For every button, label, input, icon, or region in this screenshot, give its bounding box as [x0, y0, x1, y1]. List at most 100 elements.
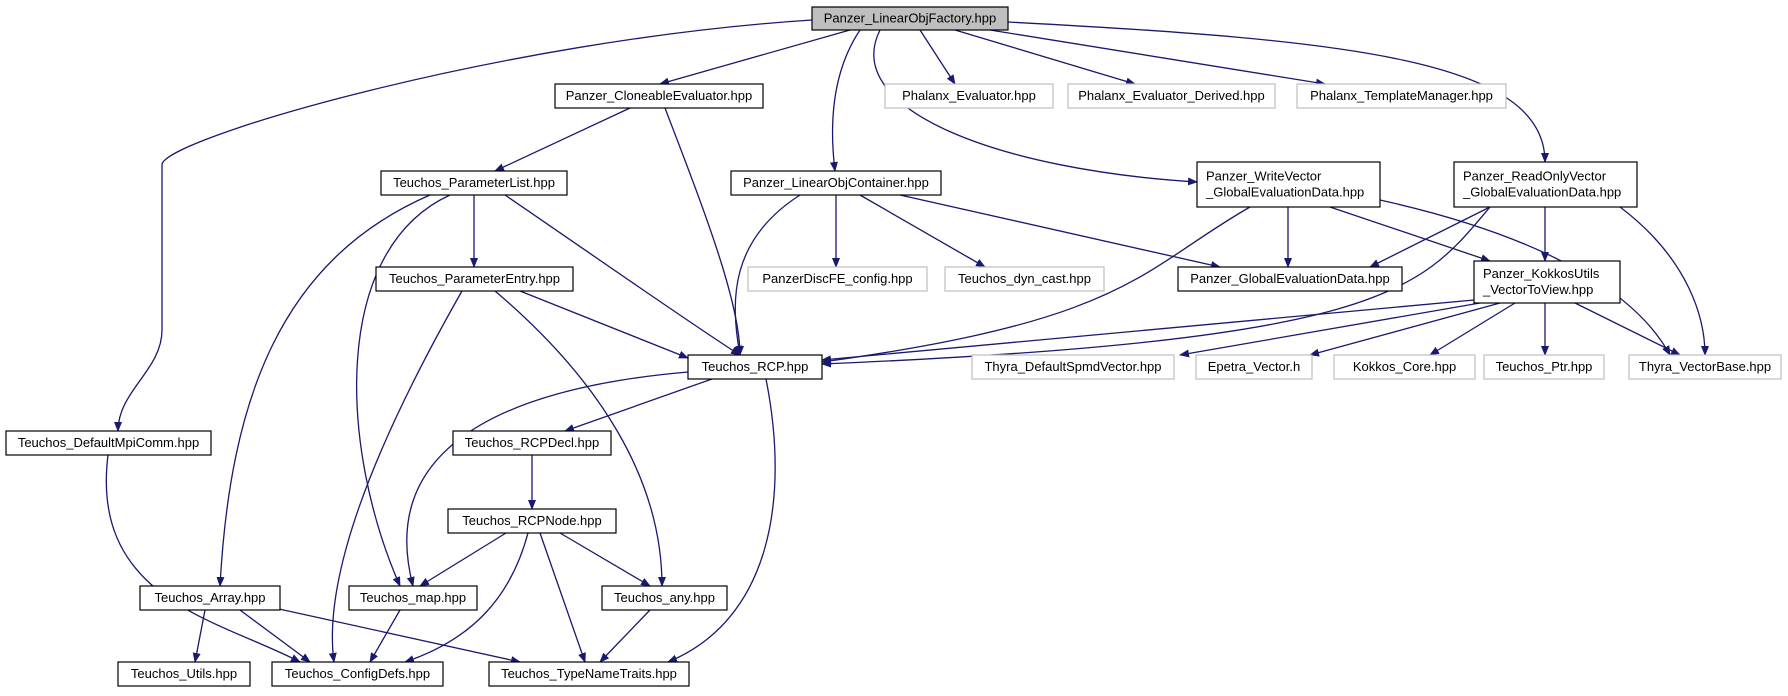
edge-root-to-cloneable: [659, 29, 851, 86]
node-label: Panzer_CloneableEvaluator.hpp: [566, 88, 752, 103]
node-box: [5, 430, 212, 456]
edge-root-to-write_vec: [873, 29, 1198, 186]
edge-cloneable-to-param_list: [494, 107, 631, 172]
edges-layer: [105, 19, 1709, 664]
node-label: Teuchos_dyn_cast.hpp: [958, 271, 1091, 286]
node-box: [1453, 161, 1638, 208]
edge-array-to-config_defs: [239, 609, 311, 663]
node-type-name[interactable]: Teuchos_TypeNameTraits.hpp: [488, 661, 690, 687]
node-box: [811, 6, 1009, 31]
node-label: Teuchos_ParameterEntry.hpp: [389, 271, 560, 286]
node-box: [447, 508, 617, 534]
node-rcp[interactable]: Teuchos_RCP.hpp: [687, 354, 823, 380]
node-label: Panzer_ReadOnlyVector: [1463, 169, 1607, 184]
node-label: Teuchos_Utils.hpp: [131, 666, 237, 681]
node-label: Teuchos_ConfigDefs.hpp: [285, 666, 430, 681]
node-epetra-vec: Epetra_Vector.h: [1195, 354, 1313, 380]
node-label: Teuchos_TypeNameTraits.hpp: [501, 666, 677, 681]
edge-root-to-ph_tm: [989, 29, 1326, 87]
node-param-entry[interactable]: Teuchos_ParameterEntry.hpp: [375, 266, 574, 292]
node-label: Teuchos_Array.hpp: [154, 590, 265, 605]
edge-rcp_node-to-map: [419, 532, 507, 587]
edge-loc-to-rcp: [734, 194, 801, 356]
edge-rcp_node-to-type_name: [539, 532, 586, 663]
node-label: Phalanx_TemplateManager.hpp: [1310, 88, 1493, 103]
node-box: [1195, 354, 1313, 380]
node-label: Teuchos_map.hpp: [360, 590, 466, 605]
node-box: [488, 661, 690, 687]
edge-write_vec-to-kokkos_utils: [1329, 206, 1491, 262]
edge-map-to-config_defs: [369, 609, 401, 663]
node-box: [1333, 354, 1476, 380]
node-label: Phalanx_Evaluator_Derived.hpp: [1078, 88, 1264, 103]
node-label: Teuchos_RCPDecl.hpp: [465, 435, 599, 450]
node-write-vec[interactable]: Panzer_WriteVector_GlobalEvaluationData.…: [1196, 161, 1381, 208]
node-mpi-comm[interactable]: Teuchos_DefaultMpiComm.hpp: [5, 430, 212, 456]
node-box: [139, 585, 281, 611]
node-ph-tm: Phalanx_TemplateManager.hpp: [1296, 83, 1507, 109]
node-box: [1067, 83, 1276, 109]
node-dyn-cast: Teuchos_dyn_cast.hpp: [944, 266, 1105, 292]
node-label: _VectorToView.hpp: [1482, 282, 1593, 297]
node-label: Kokkos_Core.hpp: [1353, 359, 1456, 374]
node-any[interactable]: Teuchos_any.hpp: [601, 585, 728, 611]
edge-root-to-ph_eval: [919, 29, 956, 85]
node-loc[interactable]: Panzer_LinearObjContainer.hpp: [730, 170, 942, 196]
node-box: [452, 430, 612, 456]
node-kokkos-utils[interactable]: Panzer_KokkosUtils_VectorToView.hpp: [1473, 260, 1621, 304]
node-utils[interactable]: Teuchos_Utils.hpp: [117, 661, 251, 687]
node-label: Panzer_GlobalEvaluationData.hpp: [1190, 271, 1389, 286]
edge-param_entry-to-config_defs: [328, 290, 463, 663]
node-label: Panzer_KokkosUtils: [1483, 266, 1600, 281]
node-label: Teuchos_ParameterList.hpp: [393, 175, 555, 190]
node-rcp-decl[interactable]: Teuchos_RCPDecl.hpp: [452, 430, 612, 456]
edge-kokkos_utils-to-epetra_vec: [1309, 302, 1501, 357]
node-array[interactable]: Teuchos_Array.hpp: [139, 585, 281, 611]
edge-loc-to-dyn_cast: [859, 194, 986, 268]
node-label: Panzer_LinearObjFactory.hpp: [824, 11, 996, 26]
node-box: [1473, 260, 1621, 304]
node-param-list[interactable]: Teuchos_ParameterList.hpp: [380, 170, 568, 196]
edge-param_list-to-array: [216, 194, 431, 587]
edge-kokkos_utils-to-rcp: [821, 299, 1475, 364]
node-config-defs[interactable]: Teuchos_ConfigDefs.hpp: [271, 661, 444, 687]
edge-param_list-to-map: [356, 194, 451, 587]
edge-ro_vec-to-thyra_vb: [1619, 206, 1709, 356]
edge-cloneable-to-rcp: [664, 107, 744, 356]
node-cloneable[interactable]: Panzer_CloneableEvaluator.hpp: [554, 83, 764, 109]
edge-rcp_node-to-config_defs: [404, 532, 529, 663]
node-label: Teuchos_RCPNode.hpp: [462, 513, 601, 528]
node-thyra-vb: Thyra_VectorBase.hpp: [1628, 354, 1782, 380]
node-map[interactable]: Teuchos_map.hpp: [348, 585, 478, 611]
edge-root-to-ph_eval_derived: [954, 29, 1136, 86]
node-box: [687, 354, 823, 380]
node-box: [971, 354, 1175, 380]
node-label: Teuchos_any.hpp: [614, 590, 715, 605]
edge-param_entry-to-any: [494, 290, 666, 587]
node-teuchos-ptr: Teuchos_Ptr.hpp: [1483, 354, 1605, 380]
node-ged[interactable]: Panzer_GlobalEvaluationData.hpp: [1177, 266, 1403, 292]
node-label: Panzer_WriteVector: [1206, 169, 1322, 184]
node-box: [1177, 266, 1403, 292]
node-box: [747, 266, 928, 292]
node-box: [884, 83, 1054, 109]
edge-mpi_comm-to-config_defs: [105, 454, 301, 663]
node-label: Teuchos_Ptr.hpp: [1496, 359, 1593, 374]
node-box: [1628, 354, 1782, 380]
edge-ro_vec-to-rcp: [821, 206, 1491, 368]
node-thyra-spmd: Thyra_DefaultSpmdVector.hpp: [971, 354, 1175, 380]
node-box: [271, 661, 444, 687]
edge-root-to-mpi_comm: [114, 19, 813, 432]
node-box: [380, 170, 568, 196]
node-ro-vec[interactable]: Panzer_ReadOnlyVector_GlobalEvaluationDa…: [1453, 161, 1638, 208]
node-rcp-node[interactable]: Teuchos_RCPNode.hpp: [447, 508, 617, 534]
node-root[interactable]: Panzer_LinearObjFactory.hpp: [811, 6, 1009, 31]
edge-root-to-ro_vec: [1007, 21, 1549, 163]
node-ph-eval: Phalanx_Evaluator.hpp: [884, 83, 1054, 109]
node-box: [601, 585, 728, 611]
edge-array-to-type_name: [269, 606, 521, 664]
node-ph-eval-derived: Phalanx_Evaluator_Derived.hpp: [1067, 83, 1276, 109]
node-box: [117, 661, 251, 687]
node-box: [1196, 161, 1381, 208]
